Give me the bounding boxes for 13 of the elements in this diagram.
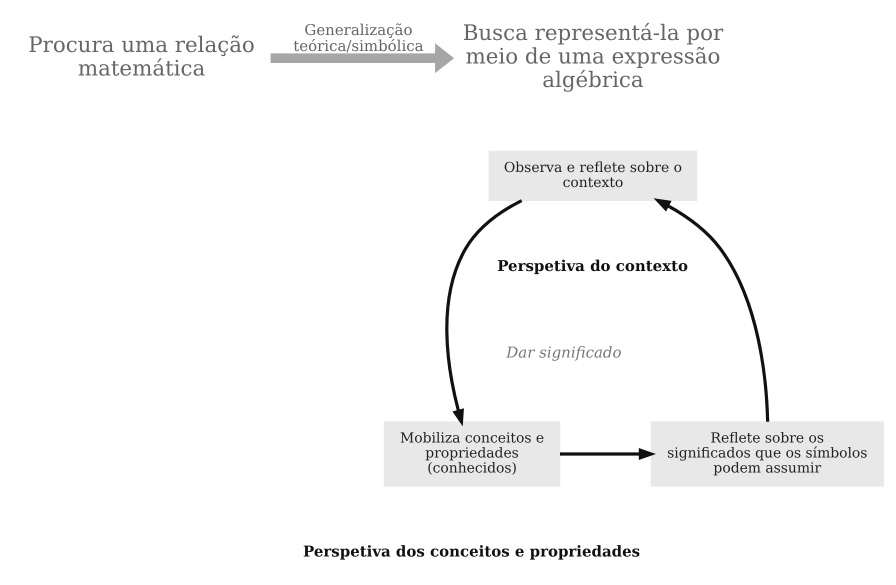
label: Perspetiva dos conceitos e propriedades [303,542,640,560]
node-box: Observa e reflete sobre o contexto [488,150,698,200]
label: Dar significado [506,342,622,361]
node-text: Procura uma relação matemática [28,32,255,81]
node-text: Busca representá-la por meio de uma expressão algébrica [462,20,724,93]
label: Perspetiva do contexto [497,256,688,274]
arrow [445,198,522,426]
node-box: Reflete sobre os significados que os símbolos podem assumir [650,420,884,486]
node-box: Mobiliza conceitos e propriedades (conhecidos) [384,420,560,486]
arrow [270,42,454,73]
arrow [654,198,770,422]
edge-label: Generalização teórica/simbólica [293,20,424,54]
arrow [560,447,656,460]
